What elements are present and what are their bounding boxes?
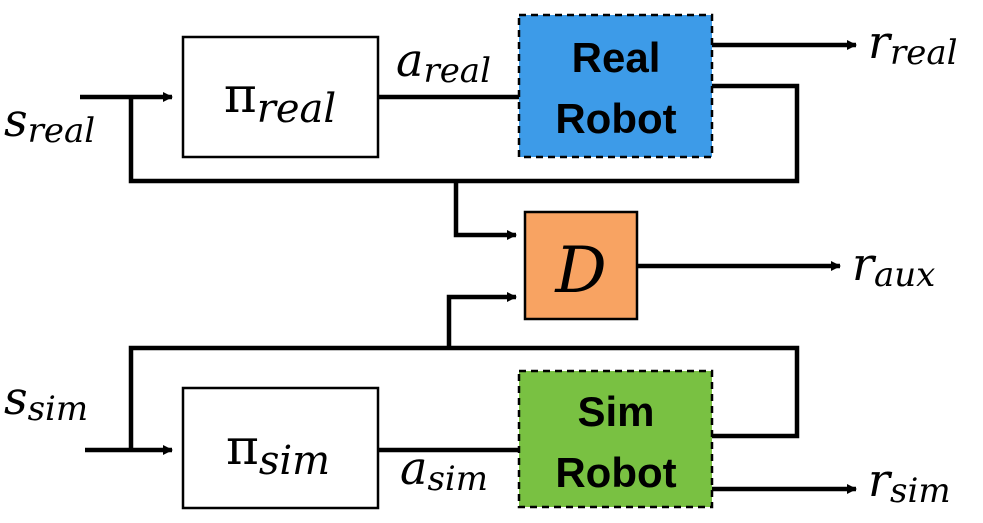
s-real-label: sreal (4, 93, 95, 151)
real-to-discriminator-arrow (453, 181, 517, 240)
a-sim-label: asim (400, 441, 488, 499)
s-real-symbol: s (4, 93, 28, 147)
real-state-feedback-line (128, 83, 800, 184)
s-sim-symbol: s (4, 371, 28, 425)
a-real-subscript: real (423, 51, 491, 91)
sim-robot-block: Sim Robot (517, 369, 714, 509)
policy-sim-subscript: sim (259, 438, 330, 484)
real-robot-block: Real Robot (517, 13, 714, 159)
svg-text:πreal: πreal (224, 66, 336, 132)
sim-state-feedback-line (128, 345, 800, 450)
sim-robot-rect (517, 369, 714, 509)
r-real-subscript: real (890, 33, 958, 73)
s-sim-label: ssim (4, 371, 88, 429)
discriminator-rect (523, 210, 639, 321)
policy-real-symbol: π (224, 66, 257, 124)
real-robot-rect (517, 13, 714, 159)
r-sim-symbol: r (868, 453, 893, 507)
policy-real-subscript: real (257, 86, 336, 132)
discriminator-symbol: D (554, 234, 606, 308)
sim-robot-line2: Robot (555, 449, 676, 496)
real-robot-line2: Robot (555, 95, 676, 142)
r-aux-subscript: aux (874, 255, 935, 295)
policy-sim-block: πsim (181, 386, 380, 510)
discriminator-block: D (523, 210, 639, 321)
svg-text:πsim: πsim (226, 418, 330, 484)
r-sim-subscript: sim (890, 471, 951, 511)
sim-to-discriminator-arrow (446, 292, 517, 348)
r-aux-symbol: r (852, 237, 877, 291)
s-real-subscript: real (28, 111, 96, 151)
a-real-label: areal (396, 33, 491, 91)
a-sim-symbol: a (400, 441, 427, 495)
a-real-symbol: a (396, 33, 423, 87)
s-sim-subscript: sim (28, 389, 89, 429)
r-aux-label: raux (852, 237, 935, 295)
sim-robot-line1: Sim (577, 388, 654, 435)
a-sim-subscript: sim (427, 459, 488, 499)
policy-sim-symbol: π (226, 418, 259, 476)
real-robot-line1: Real (572, 34, 661, 81)
r-real-label: rreal (868, 15, 958, 73)
policy-real-block: πreal (181, 35, 380, 159)
r-sim-label: rsim (868, 453, 951, 511)
r-real-symbol: r (868, 15, 893, 69)
